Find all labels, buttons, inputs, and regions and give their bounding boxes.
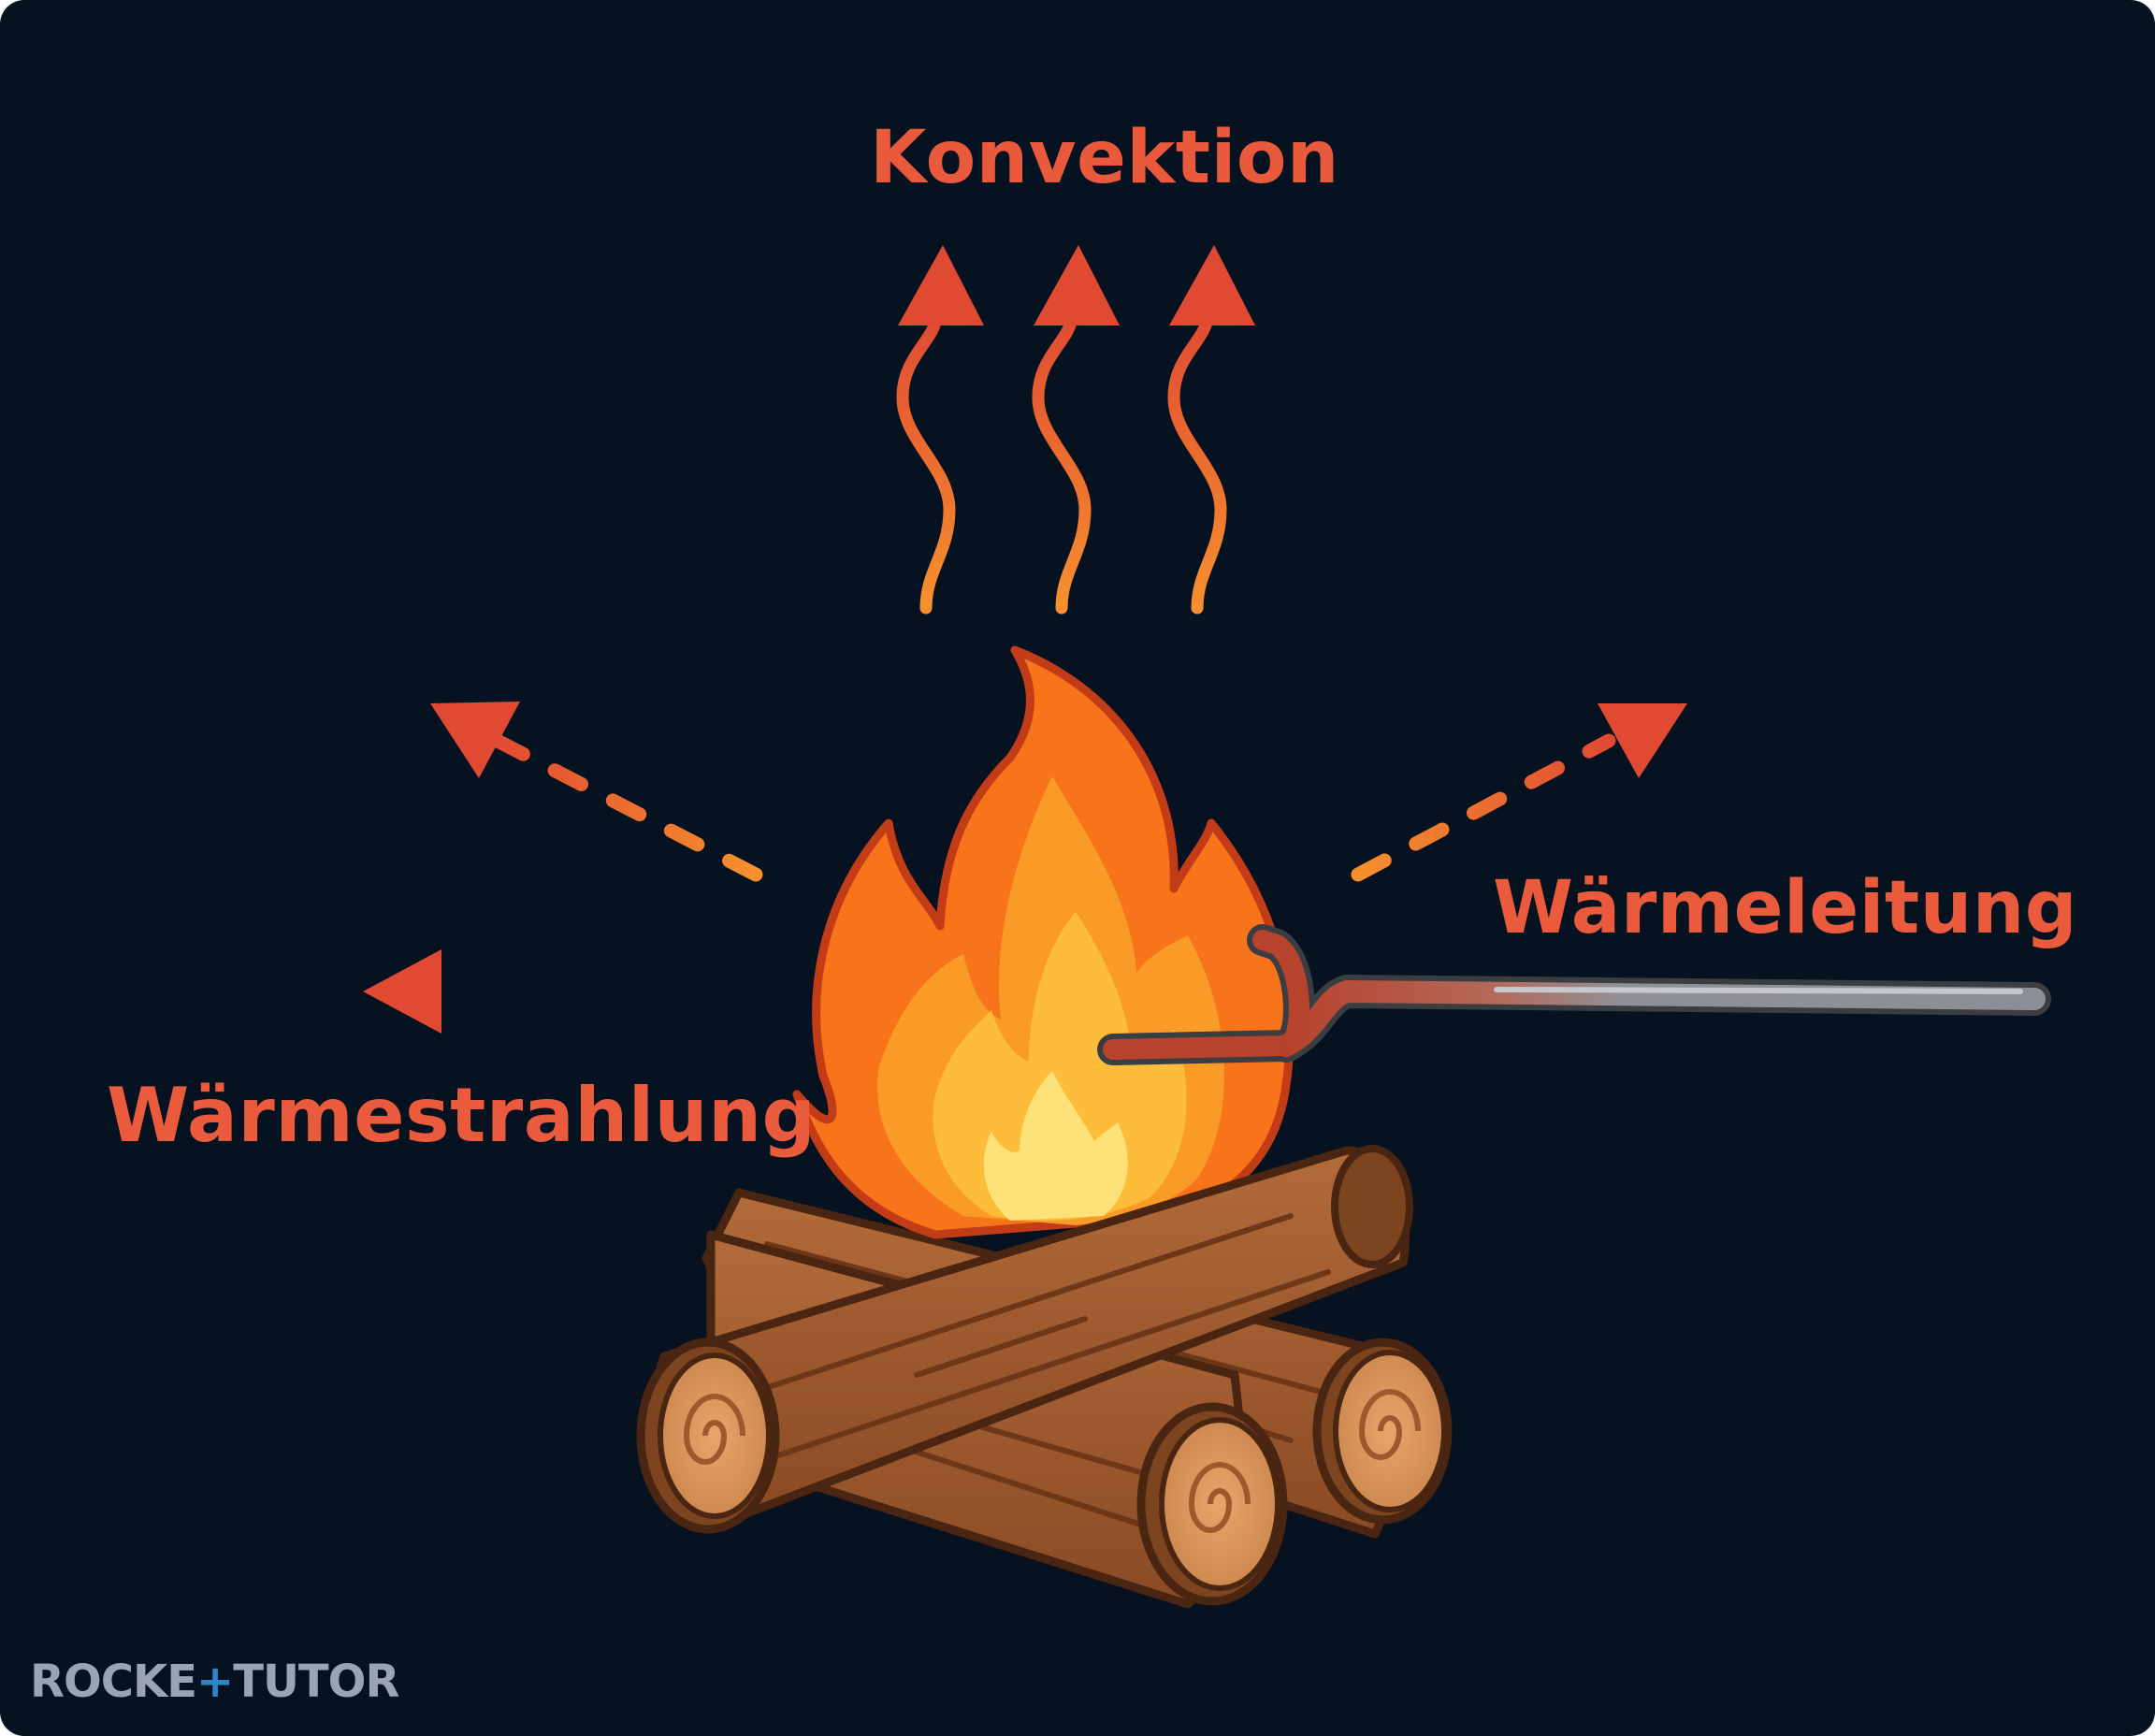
logo-text-rocke: ROCKE — [30, 1656, 197, 1708]
radiation-arrow-upper-right — [1351, 703, 1687, 882]
label-conduction: Wärmeleitung — [1493, 866, 2078, 950]
front-log — [636, 1145, 1413, 1534]
convection-arrow-2 — [1032, 245, 1120, 615]
logo-text-tutor: TUTOR — [233, 1656, 399, 1708]
label-radiation: Wärmestrahlung — [107, 1072, 817, 1159]
logo-plus-icon: + — [195, 1656, 234, 1708]
radiation-arrow-left — [363, 949, 739, 1034]
convection-arrow-1 — [896, 245, 984, 615]
label-convection: Konvektion — [870, 116, 1339, 200]
convection-arrows — [896, 245, 1255, 615]
metal-rod — [1097, 924, 2051, 1065]
radiation-arrow-upper-left — [430, 702, 763, 882]
flame — [792, 645, 1294, 1239]
rocketutor-logo: ROCKE+TUTOR — [30, 1656, 399, 1708]
convection-arrow-3 — [1167, 245, 1255, 615]
radiation-arrows — [363, 702, 1687, 1034]
